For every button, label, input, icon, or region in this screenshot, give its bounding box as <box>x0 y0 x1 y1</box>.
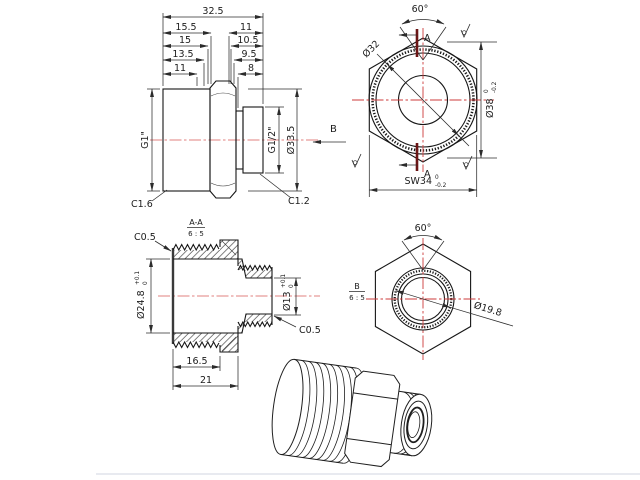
dim-15: 15 <box>179 35 191 46</box>
dim-outer-tol-upper: 0 <box>484 89 490 93</box>
iso-hex-collar <box>344 370 401 468</box>
dim-flats-label: SW34 <box>404 176 432 187</box>
thread-g12-body <box>242 106 264 174</box>
dim-bore-13: Ø13 +0.1 0 <box>274 274 301 316</box>
isometric-view <box>271 358 433 468</box>
section-title-label: A-A <box>189 218 203 227</box>
chamfer-c16-label: C1.6 <box>131 199 153 210</box>
detail-view: B 6 : 5 60° Ø19.8 <box>349 223 514 360</box>
chamfer-c05-bottom-label: C0.5 <box>299 325 321 336</box>
dim-lengths: 16.5 21 <box>172 349 239 390</box>
dim-13-5: 13.5 <box>172 49 193 60</box>
dim-8: 8 <box>248 63 254 74</box>
bore-small-tol-upper: +0.1 <box>281 274 287 288</box>
bore-tol-upper: +0.1 <box>135 271 141 285</box>
dim-flats-sw34: SW34 0 -0.2 <box>351 135 478 197</box>
thread-g1-label: G1" <box>140 131 151 149</box>
chamfer-callouts: C1.6 C1.2 <box>131 173 310 210</box>
dim-len-thread-label: 16.5 <box>186 356 207 367</box>
view-arrow-b: B <box>312 124 346 144</box>
detail-angle-label: 60° <box>415 223 432 234</box>
dim-15-5: 15.5 <box>175 22 196 33</box>
detail-angle-dim: 60° <box>401 223 445 271</box>
surface-finish-icon <box>460 23 471 38</box>
thread-g12-label: G1/2" <box>267 126 278 153</box>
dim-thread-g1: G1" <box>140 88 160 192</box>
detail-title-scale: 6 : 5 <box>349 294 365 302</box>
section-label-top: A <box>424 33 431 44</box>
iso-bore-inner <box>407 411 421 438</box>
section-view-title: A-A 6 : 5 <box>187 218 205 238</box>
side-view: 32.5 15.5 15 13.5 11 11 <box>131 6 346 210</box>
dim-9-5: 9.5 <box>241 49 256 60</box>
iso-end-ring <box>403 400 429 450</box>
dim-left-stack: 15.5 15 13.5 11 <box>162 22 212 86</box>
front-angle-label: 60° <box>412 4 429 15</box>
dim-thread-19-8-label: Ø19.8 <box>472 300 503 319</box>
front-view: 60° A A Ø32 Ø38 0 -0.2 <box>351 4 498 197</box>
dim-len-total-label: 21 <box>200 375 212 386</box>
dim-flats-tol-lower: -0.2 <box>435 183 447 189</box>
surface-finish-icon <box>351 153 362 168</box>
chamfer-c05-top: C0.5 <box>134 232 172 252</box>
dim-bore-label: Ø24.8 <box>136 290 147 319</box>
chamfer-c05-bottom: C0.5 <box>273 315 321 336</box>
section-cut-line: A A <box>398 29 431 180</box>
section-title-scale: 6 : 5 <box>188 230 204 238</box>
hex-collar-side <box>209 80 237 199</box>
dim-outer-38: Ø38 0 -0.2 <box>447 23 498 159</box>
bore-small-tol-lower: 0 <box>289 284 295 288</box>
dim-flats-tol-upper: 0 <box>435 175 439 181</box>
bore-tol-lower: 0 <box>143 281 149 285</box>
dim-right-stack: 11 10.5 9.5 8 <box>228 22 264 108</box>
dim-bore-small-label: Ø13 <box>282 291 293 311</box>
iso-big-end <box>271 358 304 456</box>
dim-bore-24-8: Ø24.8 +0.1 0 <box>135 258 170 334</box>
chamfer-c12-label: C1.2 <box>288 196 310 207</box>
dim-11-right: 11 <box>240 22 252 33</box>
hex-chamfer-arcs <box>210 92 236 187</box>
iso-bore-opening <box>406 406 425 444</box>
dim-thread-g12: G1/2" <box>265 106 284 174</box>
section-view: A-A 6 : 5 Ø24.8 +0.1 <box>134 218 321 390</box>
dim-diameter-label: Ø33.5 <box>286 126 297 155</box>
dim-11-left: 11 <box>174 63 186 74</box>
front-angle-dim: 60° <box>399 4 447 61</box>
dim-outer-38-label: Ø38 <box>485 98 496 118</box>
detail-view-title: B 6 : 5 <box>349 282 365 302</box>
dim-10-5: 10.5 <box>237 35 258 46</box>
section-outline <box>171 239 273 353</box>
detail-hex-outline <box>374 243 472 355</box>
dim-diameter-33-5: Ø33.5 <box>248 88 302 192</box>
chamfer-c05-top-label: C0.5 <box>134 232 156 243</box>
dim-overall-value: 32.5 <box>202 6 223 17</box>
view-arrow-b-label: B <box>330 124 337 135</box>
dim-thread-32-label: Ø32 <box>361 39 383 61</box>
section-label-bottom: A <box>424 169 431 180</box>
dim-outer-tol-lower: -0.2 <box>492 81 498 93</box>
detail-title-label: B <box>354 282 360 291</box>
